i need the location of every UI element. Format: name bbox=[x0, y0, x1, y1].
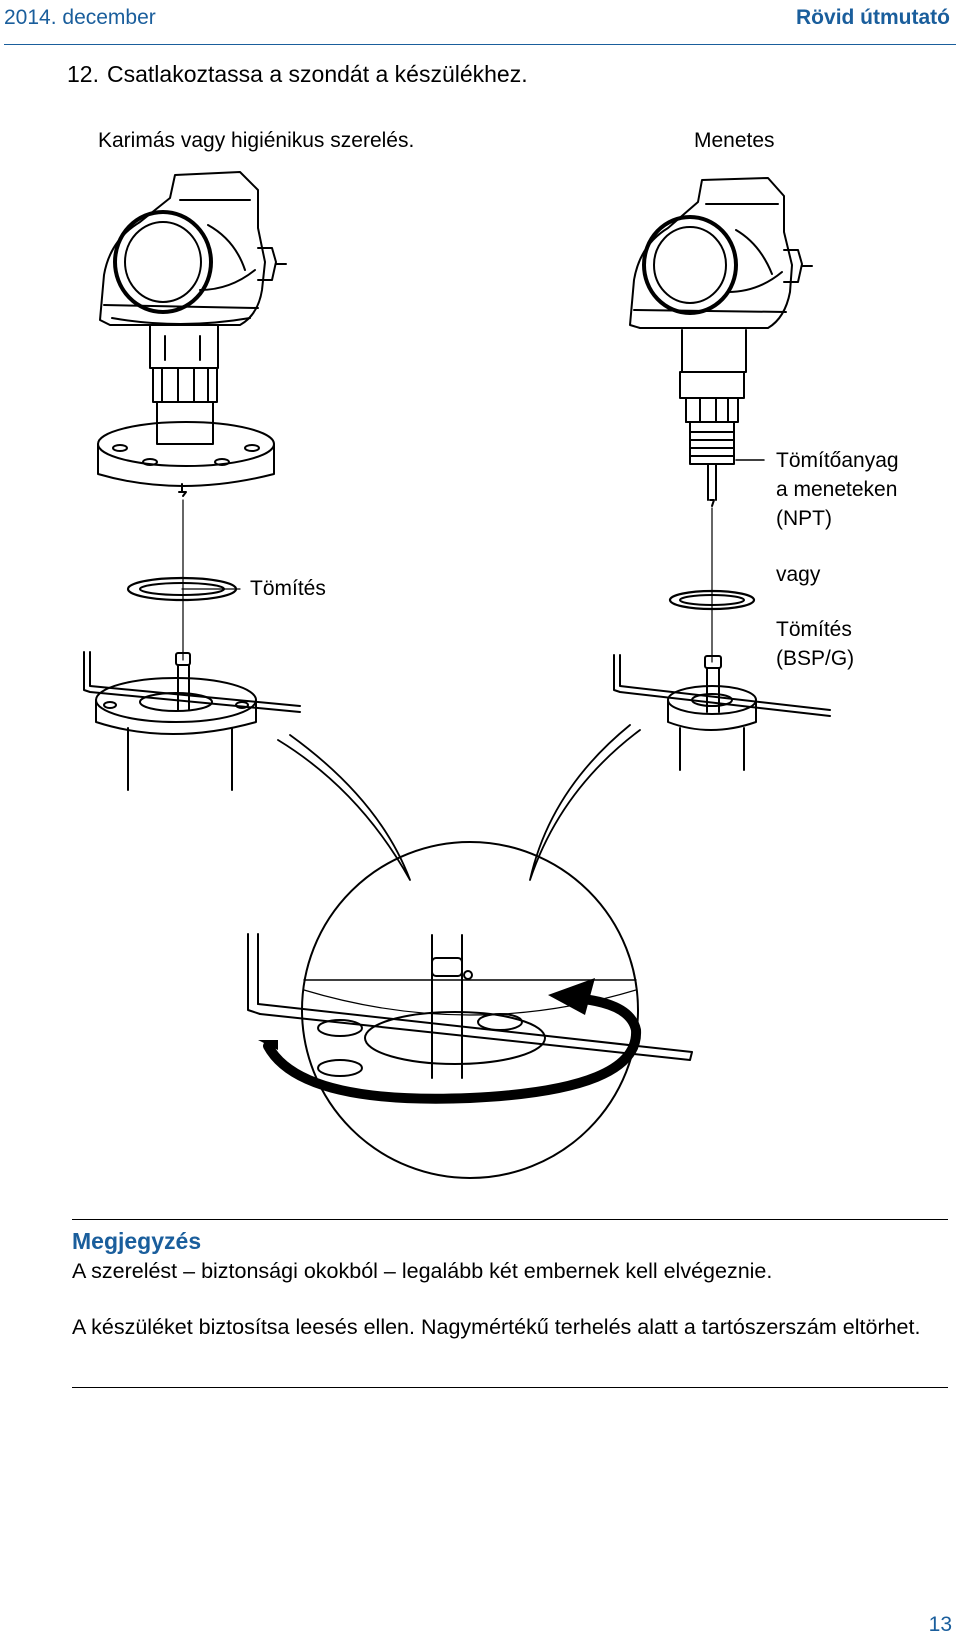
header-divider bbox=[4, 44, 956, 45]
flanged-transmitter-drawing bbox=[83, 171, 301, 791]
sealant-label-line1: Tömítőanyag bbox=[776, 449, 899, 472]
or-label: vagy bbox=[776, 563, 821, 586]
step-instruction: 12. Csatlakoztassa a szondát a készülékhe… bbox=[67, 61, 528, 88]
threaded-transmitter-drawing bbox=[613, 177, 831, 771]
gasket-label-right-line2: (BSP/G) bbox=[776, 647, 855, 670]
gasket-label-right-line1: Tömítés bbox=[776, 618, 852, 641]
left-figure-caption: Karimás vagy higiénikus szerelés. bbox=[98, 129, 415, 152]
detail-magnifier-drawing bbox=[247, 841, 693, 1179]
header-date: 2014. december bbox=[4, 6, 156, 29]
page-number: 13 bbox=[928, 1613, 952, 1636]
right-figure-caption: Menetes bbox=[694, 129, 775, 152]
note-bottom-divider bbox=[72, 1387, 948, 1388]
note-top-divider bbox=[72, 1219, 948, 1220]
sealant-label-line2: a meneteken bbox=[776, 478, 898, 501]
header-title: Rövid útmutató bbox=[796, 6, 950, 29]
installation-illustration bbox=[83, 171, 831, 1179]
step-text: Csatlakoztassa a szondát a készülékhez. bbox=[107, 61, 528, 87]
note-text-fall-protection: A készüléket biztosítsa leesés ellen. Na… bbox=[72, 1315, 921, 1339]
gasket-label-left: Tömítés bbox=[250, 577, 326, 600]
note-text-safety: A szerelést – biztonsági okokból – legal… bbox=[72, 1259, 773, 1283]
note-title: Megjegyzés bbox=[72, 1228, 202, 1254]
step-number: 12. bbox=[67, 61, 99, 87]
sealant-label-line3: (NPT) bbox=[776, 507, 832, 530]
